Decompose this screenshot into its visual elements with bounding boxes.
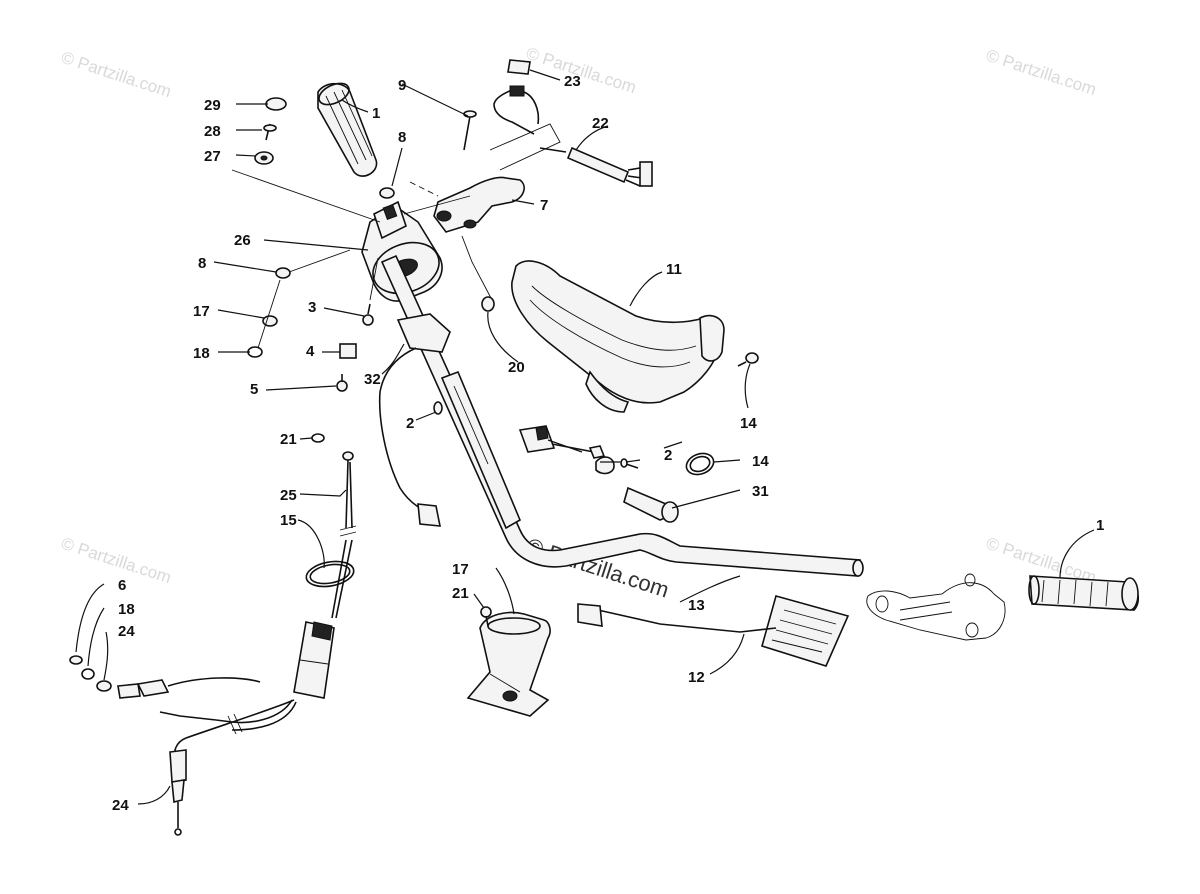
part-switch-31 [378,313,451,527]
part-throttle-cable-25 [331,451,357,619]
callout-27: 27 [204,148,221,165]
callout-6: 6 [118,577,126,594]
part-washer-8-upper [379,187,395,199]
part-connector-23 [493,59,540,135]
callout-15: 17 [193,303,210,320]
callout-1-right: 1 [1096,517,1104,534]
part-clip-4 [339,343,357,359]
part-nut-20 [481,296,495,312]
callout-5: 5 [250,381,258,398]
callout-17: 17 [452,561,469,578]
callout-29: 29 [204,97,221,114]
part-screw-2-left [433,401,443,415]
part-clip-19 [311,433,325,443]
callout-24-upper: 24 [118,623,135,640]
callout-13: 14 [740,415,757,432]
part-screw-13 [737,352,759,367]
callout-11: 12 [688,669,705,686]
part-clamp-bracket [433,176,525,233]
callout-8-upper: 8 [398,129,406,146]
part-clamp-14-upper [685,452,715,476]
callout-23: 23 [564,73,581,90]
callout-26: 26 [234,232,251,249]
callout-19: 21 [280,431,297,448]
callout-21: 21 [452,585,469,602]
callout-22: 22 [592,115,609,132]
watermark-top-center: © Partzilla.com [524,44,639,97]
part-clamp-14-lower [305,560,355,588]
callout-4: 4 [306,343,315,360]
part-right-lever-housing [866,573,1006,641]
callout-31: 32 [364,371,381,388]
callout-24-lower: 24 [112,797,129,814]
part-harness-22 [539,146,653,187]
part-washer-16 [247,346,263,358]
callout-25: 25 [280,487,297,504]
part-screw-5 [336,374,348,392]
part-clip-18 [81,668,95,680]
part-bolt-9 [463,110,477,151]
watermark-top-right: © Partzilla.com [984,46,1099,99]
part-screw-28 [263,123,277,141]
callout-14-lower: 15 [280,512,297,529]
callout-2-left: 2 [406,415,414,432]
part-handlebar-12 [380,254,864,577]
part-bushing-27 [254,151,274,165]
callout-14-upper: 14 [752,453,769,470]
part-heater-element-11 [577,595,850,667]
part-screw-21 [480,606,492,627]
part-washer-8-lower [275,267,291,279]
part-junction-block [293,621,335,699]
part-handlebar-pad [511,260,725,413]
callout-2-right: 2 [664,447,672,464]
part-screw-2-right [620,458,639,469]
callout-16: 18 [193,345,210,362]
watermark-mid-left: © Partzilla.com [59,534,174,587]
callout-3: 3 [308,299,316,316]
part-cable-guide-17 [466,611,551,717]
callout-12: 13 [688,597,705,614]
part-left-grip [317,82,378,177]
part-right-grip [1028,575,1140,611]
leader-lines [75,69,1095,805]
part-ferrule-24 [96,680,112,692]
callout-8-lower: 8 [198,255,206,272]
callout-1-left: 1 [372,105,380,122]
part-kill-switch-32 [518,425,615,475]
part-cap-29 [265,97,287,111]
callout-10: 11 [666,261,682,278]
callout-7: 7 [540,197,548,214]
callout-20: 20 [508,359,525,376]
callout-18: 18 [118,601,135,618]
callout-9: 9 [398,77,406,94]
callout-labels: 29 28 27 1 8 9 23 22 7 26 8 17 18 3 4 5 … [112,73,1104,814]
part-nut-15 [262,315,278,327]
watermark-top-left: © Partzilla.com [59,48,174,101]
part-screw-3 [362,303,374,326]
part-throttle-cable-24 [117,677,297,836]
part-washer-6 [69,655,83,665]
callout-28: 28 [204,123,221,140]
part-cap-30 [623,486,679,523]
assembly-lines [231,123,561,301]
callout-30: 31 [752,483,769,500]
